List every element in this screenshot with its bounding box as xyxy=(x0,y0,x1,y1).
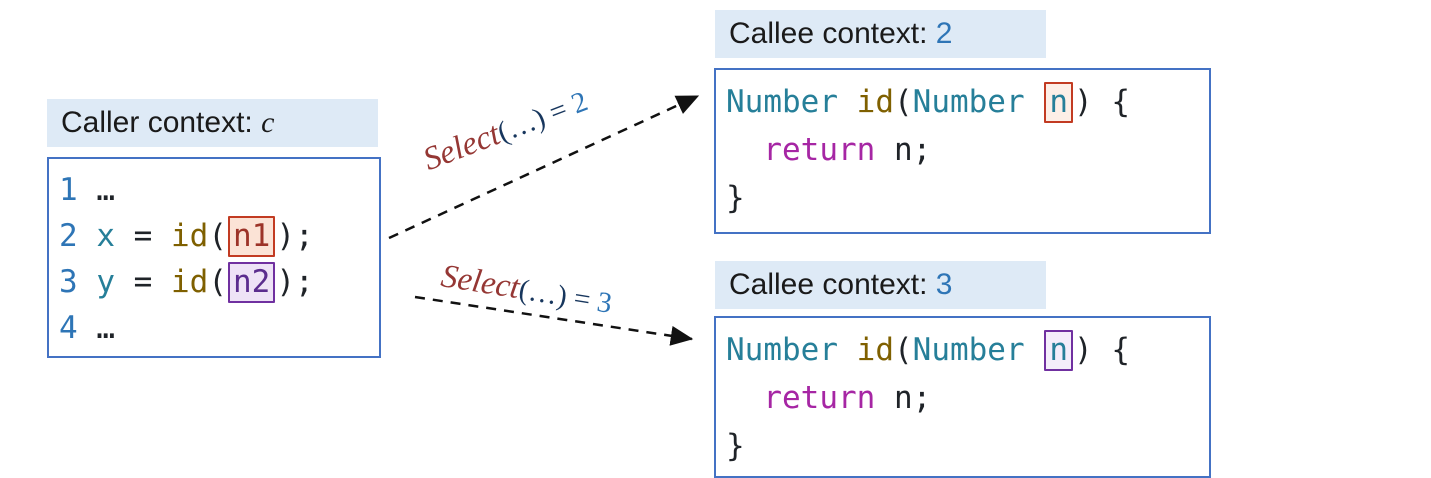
caller-code-line-4: 4 … xyxy=(59,305,369,351)
caller-context-header: Caller context: c xyxy=(47,99,378,147)
code-token xyxy=(838,332,857,368)
select-word: Select xyxy=(418,116,505,179)
caller-context-label: Caller context: xyxy=(61,106,262,139)
code-token xyxy=(726,132,763,168)
code-token: n; xyxy=(875,380,932,416)
code-token xyxy=(838,84,857,120)
keyword-token-return: return xyxy=(763,132,876,168)
callee-context-3-value: 3 xyxy=(935,268,953,301)
highlighted-param-n: n xyxy=(1044,82,1073,123)
callee-context-3-header: Callee context: 3 xyxy=(715,261,1046,309)
highlighted-arg-n2: n2 xyxy=(228,262,276,303)
code-token: … xyxy=(77,310,115,346)
caller-code-line-1: 1 … xyxy=(59,167,369,213)
code-token: ( xyxy=(208,218,228,254)
function-token-id: id xyxy=(856,332,894,368)
code-token xyxy=(726,380,763,416)
caller-code-line-2: 2 x = id(n1); xyxy=(59,213,369,259)
callee-2-code-box: Number id(Number n) { return n; } xyxy=(714,68,1211,234)
code-token: n; xyxy=(875,132,932,168)
callee-3-code-line-2: return n; xyxy=(726,374,1199,422)
callee-context-2-value: 2 xyxy=(935,17,953,50)
code-token: ) xyxy=(1073,84,1093,120)
code-token: ); xyxy=(276,264,314,300)
select-args: (…) = xyxy=(516,273,600,318)
callee-2-code-line-3: } xyxy=(726,174,1199,222)
type-token: Number xyxy=(912,84,1025,120)
callee-context-3-label: Callee context: xyxy=(729,268,936,301)
code-token: ); xyxy=(276,218,314,254)
callee-2-code-line-1: Number id(Number n) { xyxy=(726,78,1199,126)
code-token xyxy=(1025,84,1044,120)
line-number: 2 xyxy=(59,218,78,254)
code-token: = xyxy=(115,264,172,300)
code-token xyxy=(78,218,97,254)
function-token-id: id xyxy=(171,264,209,300)
keyword-token-return: return xyxy=(763,380,876,416)
highlighted-param-n: n xyxy=(1044,330,1073,371)
type-token: Number xyxy=(726,332,838,368)
code-token: = xyxy=(115,218,172,254)
code-token: } xyxy=(726,428,745,464)
function-token-id: id xyxy=(856,84,894,120)
line-number: 4 xyxy=(59,310,78,346)
line-number: 1 xyxy=(59,172,78,208)
type-token: Number xyxy=(912,332,1025,368)
code-token: ( xyxy=(893,332,913,368)
select-args: (…) = xyxy=(493,90,579,149)
code-token: ) xyxy=(1073,332,1093,368)
callee-context-2-header: Callee context: 2 xyxy=(715,10,1046,58)
code-token: ( xyxy=(893,84,913,120)
select-label-bottom: Select(…) = 3 xyxy=(438,258,615,326)
caller-code-line-3: 3 y = id(n2); xyxy=(59,259,369,305)
select-word: Select xyxy=(438,258,523,307)
code-token: } xyxy=(726,180,745,216)
type-token: Number xyxy=(726,84,838,120)
callee-3-code-line-3: } xyxy=(726,422,1199,470)
variable-token-y: y xyxy=(96,264,116,300)
code-token xyxy=(1025,332,1044,368)
code-token xyxy=(78,264,97,300)
select-label-top: Select(…) = 2 xyxy=(418,83,594,184)
caller-code-box: 1 … 2 x = id(n1); 3 y = id(n2); 4 … xyxy=(47,157,381,358)
function-token-id: id xyxy=(171,218,209,254)
callee-context-2-label: Callee context: xyxy=(729,17,936,50)
caller-context-value: c xyxy=(261,106,275,139)
code-token: { xyxy=(1092,84,1130,120)
variable-token-x: x xyxy=(96,218,116,254)
code-token: ( xyxy=(208,264,228,300)
callee-2-code-line-2: return n; xyxy=(726,126,1199,174)
highlighted-arg-n1: n1 xyxy=(228,216,276,257)
code-token: { xyxy=(1092,332,1130,368)
line-number: 3 xyxy=(59,264,78,300)
code-token: … xyxy=(77,172,115,208)
callee-3-code-box: Number id(Number n) { return n; } xyxy=(714,316,1211,478)
callee-3-code-line-1: Number id(Number n) { xyxy=(726,326,1199,374)
